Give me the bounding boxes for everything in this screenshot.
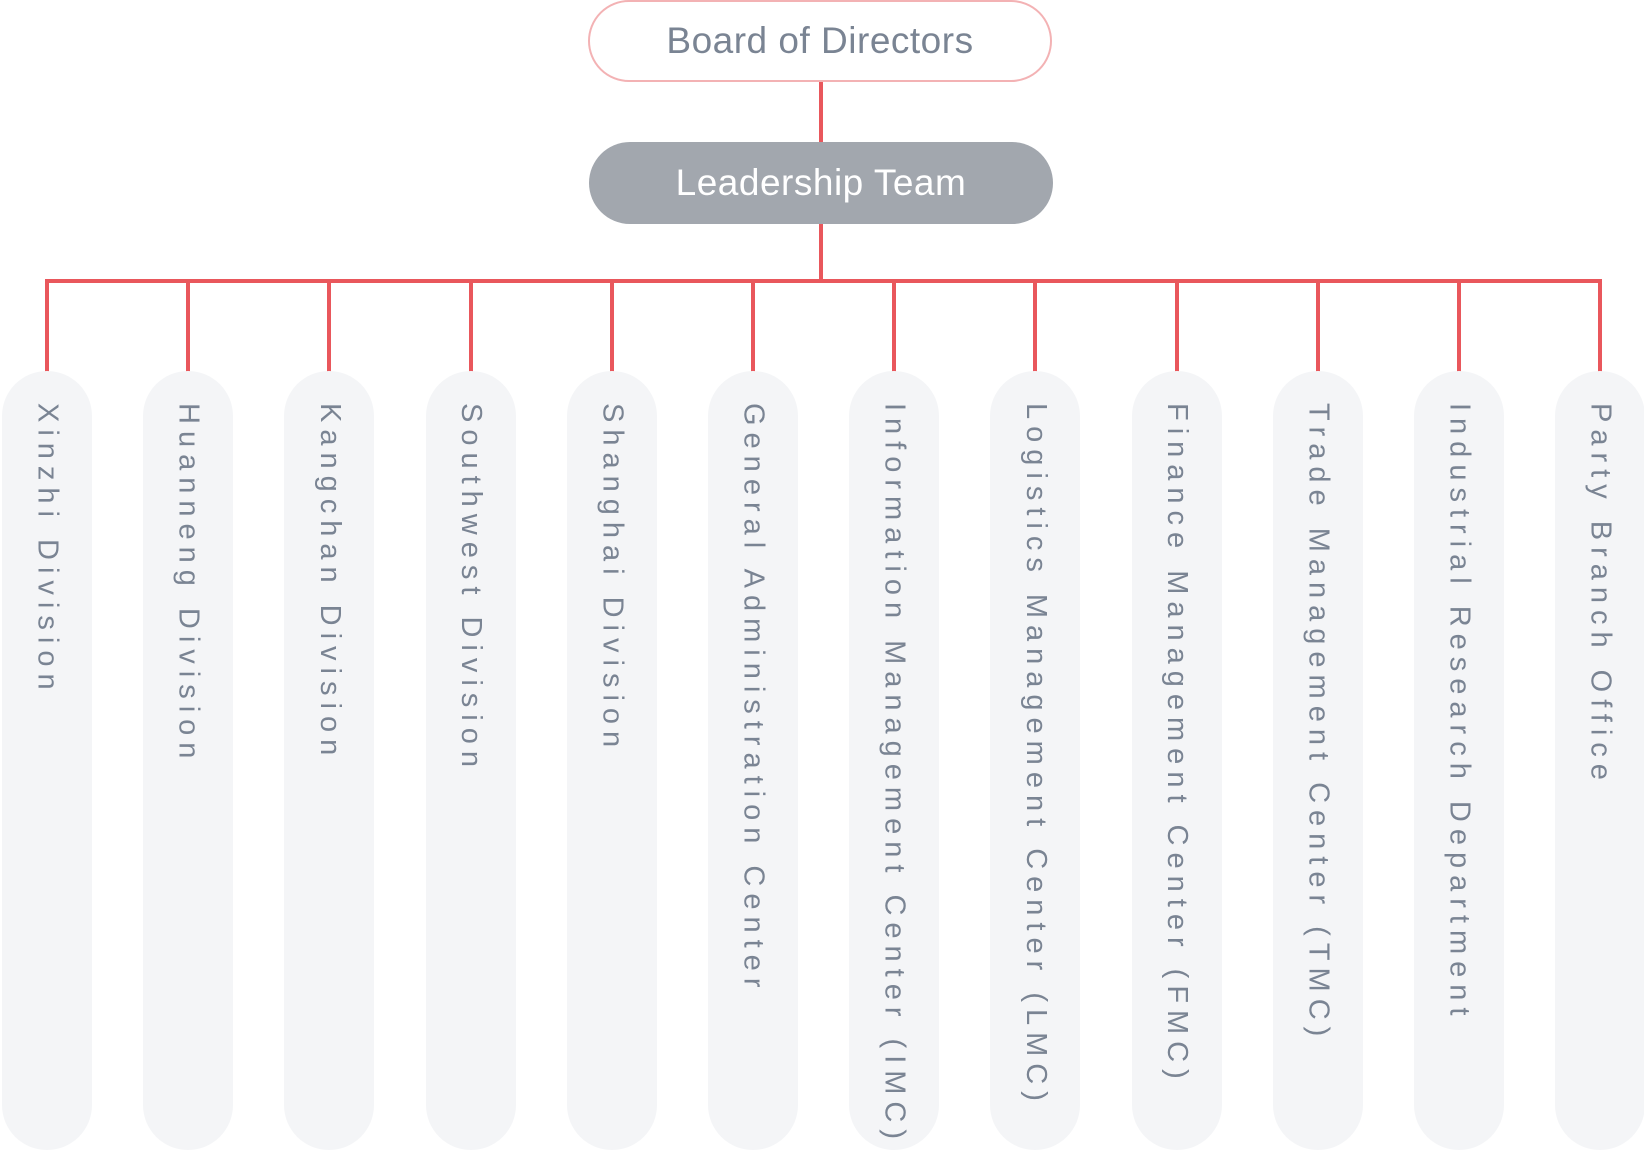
unit-label: Logistics Management Center (LMC)	[1019, 403, 1052, 1108]
board-of-directors-node: Board of Directors	[588, 0, 1052, 82]
leadership-team-label: Leadership Team	[675, 162, 967, 203]
unit-node: Shanghai Division	[566, 371, 657, 1150]
unit-node: Trade Management Center (TMC)	[1272, 371, 1363, 1150]
unit-label: Shanghai Division	[596, 403, 629, 755]
connector-drop	[1174, 279, 1179, 373]
board-of-directors-label: Board of Directors	[666, 20, 974, 61]
connector-drop	[468, 279, 473, 373]
unit-label: Party Branch Office	[1584, 403, 1617, 787]
connector-drop	[186, 279, 191, 373]
unit-node: Information Management Center (IMC)	[849, 371, 940, 1150]
unit-node: Logistics Management Center (LMC)	[990, 371, 1081, 1150]
connector-leadership-bus	[819, 224, 823, 282]
unit-node: General Administration Center	[708, 371, 798, 1150]
connector-board-leadership	[819, 82, 823, 142]
unit-label: Southwest Division	[455, 403, 488, 774]
unit-label: Xinzhi Division	[31, 403, 64, 697]
unit-label: Finance Management Center (FMC)	[1161, 403, 1194, 1086]
connector-drop	[1315, 279, 1320, 373]
unit-label: Information Management Center (IMC)	[878, 403, 911, 1147]
connector-drop	[45, 279, 49, 373]
unit-node: Huanneng Division	[143, 371, 234, 1150]
unit-node: Industrial Research Department	[1414, 371, 1504, 1150]
unit-label: General Administration Center	[737, 403, 770, 995]
connector-drop	[609, 279, 614, 373]
leadership-team-node: Leadership Team	[589, 142, 1053, 224]
connector-drop	[751, 279, 755, 373]
unit-node: Party Branch Office	[1555, 371, 1644, 1150]
connector-drop	[892, 279, 897, 373]
unit-label: Huanneng Division	[172, 403, 205, 766]
connector-drop	[1033, 279, 1038, 373]
unit-label: Trade Management Center (TMC)	[1302, 403, 1335, 1044]
unit-node: Finance Management Center (FMC)	[1131, 371, 1222, 1150]
connector-drop	[327, 279, 332, 373]
unit-label: Industrial Research Department	[1443, 403, 1476, 1023]
connector-drop	[1598, 279, 1603, 373]
unit-label: Kangchan Division	[313, 403, 346, 763]
connector-drop	[1457, 279, 1461, 373]
unit-node: Southwest Division	[425, 371, 516, 1150]
connector-horizontal-bus	[45, 279, 1601, 283]
unit-node: Kangchan Division	[284, 371, 375, 1150]
unit-node: Xinzhi Division	[2, 371, 92, 1150]
